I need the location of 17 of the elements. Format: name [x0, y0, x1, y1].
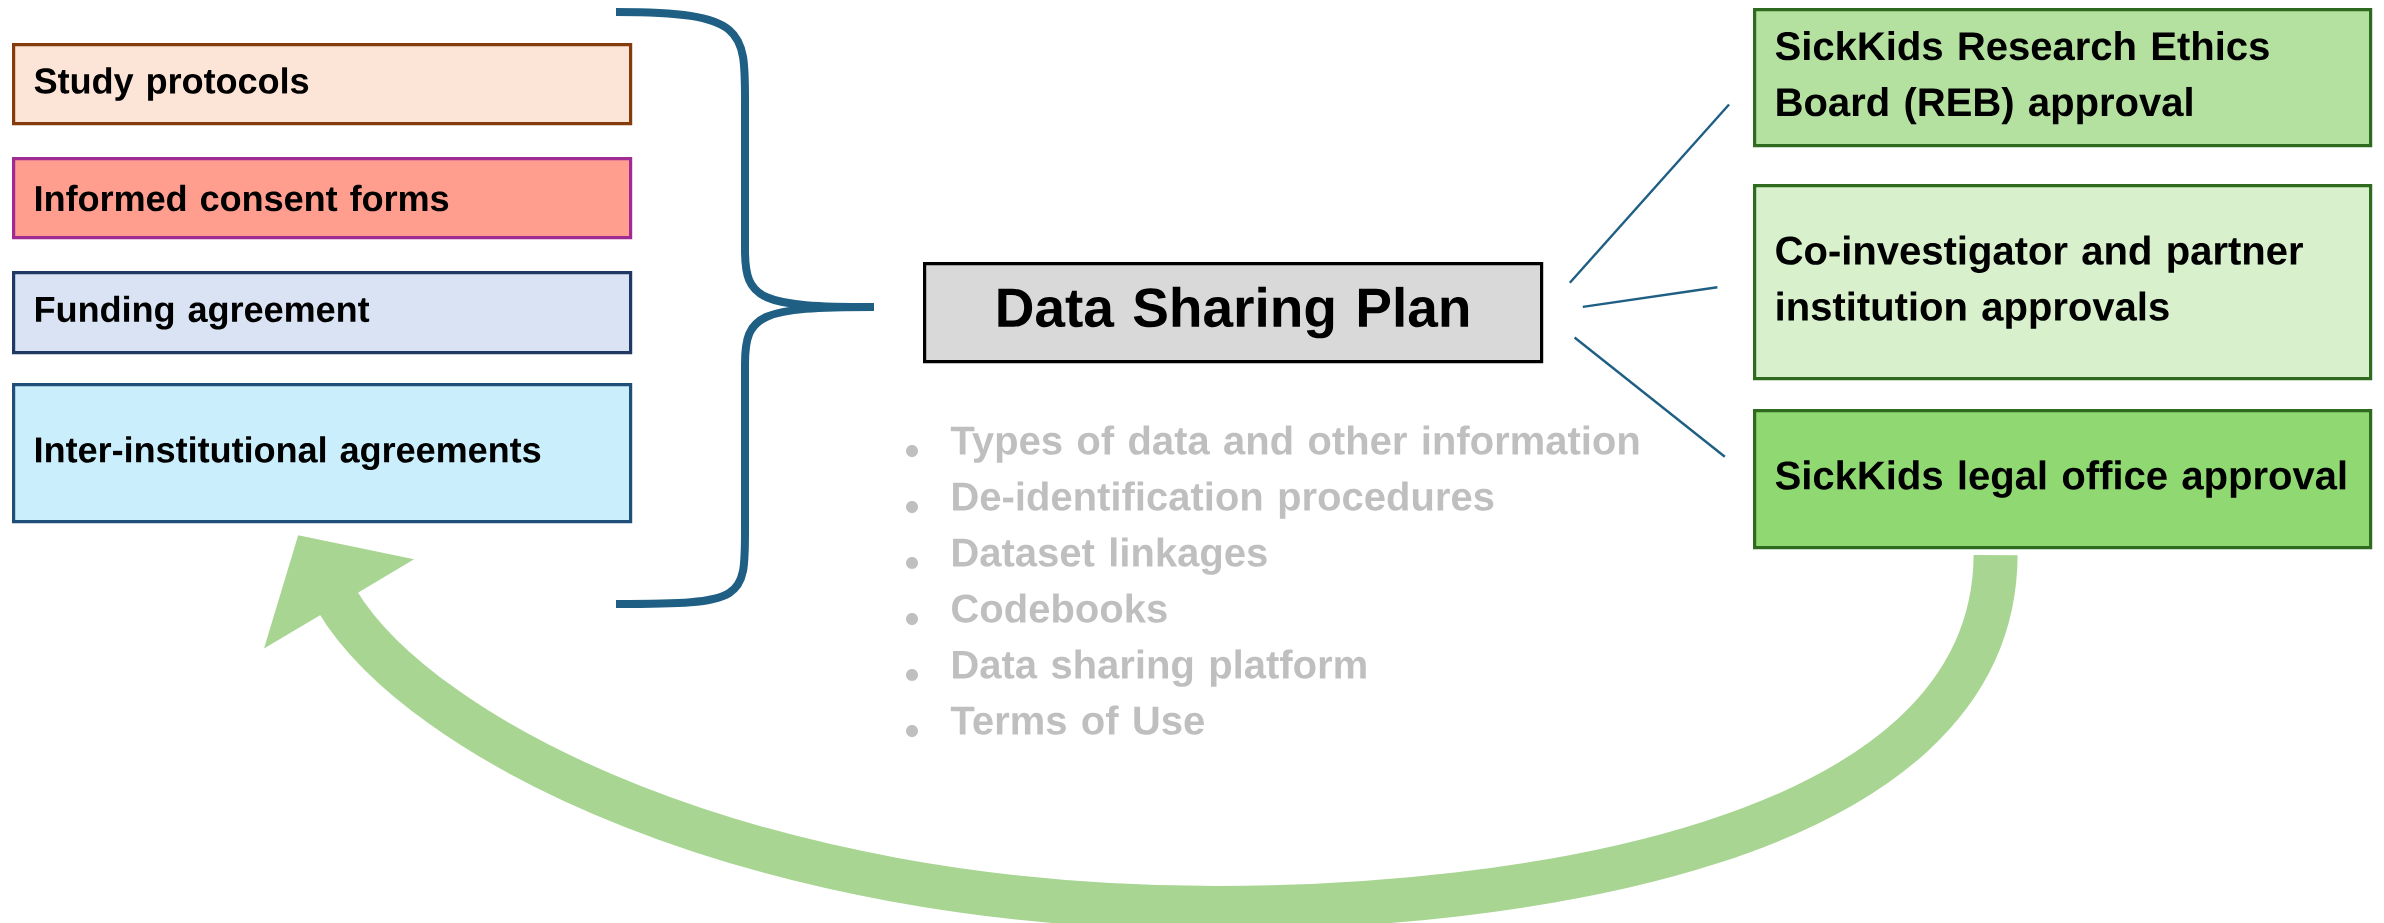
document-box: Study protocols	[12, 43, 633, 126]
connector-line	[1568, 103, 1730, 284]
connector-line	[1573, 336, 1726, 458]
document-box: SickKids legal office approval	[1753, 409, 2373, 550]
bullet-item: Codebooks	[952, 593, 1167, 623]
document-box: SickKids Research Ethics Board (REB) approval	[1753, 8, 2373, 148]
bullet-item: Terms of Use	[950, 705, 1204, 735]
document-box: Informed consent forms	[12, 157, 633, 240]
document-box: Inter-institutional agreements	[12, 383, 633, 524]
bullet-item: De-identification procedures	[953, 481, 1494, 519]
document-box: Funding agreement	[12, 271, 633, 355]
bullet-item: Types of data and other information	[950, 425, 1639, 463]
bullet-item: Dataset linkages	[953, 537, 1267, 575]
document-box: Co-investigator and partner institution approvals	[1753, 184, 2373, 381]
connector-line	[1582, 286, 1718, 309]
bullet-item: Data sharing platform	[953, 649, 1366, 687]
title-box: Data Sharing Plan	[923, 262, 1544, 364]
